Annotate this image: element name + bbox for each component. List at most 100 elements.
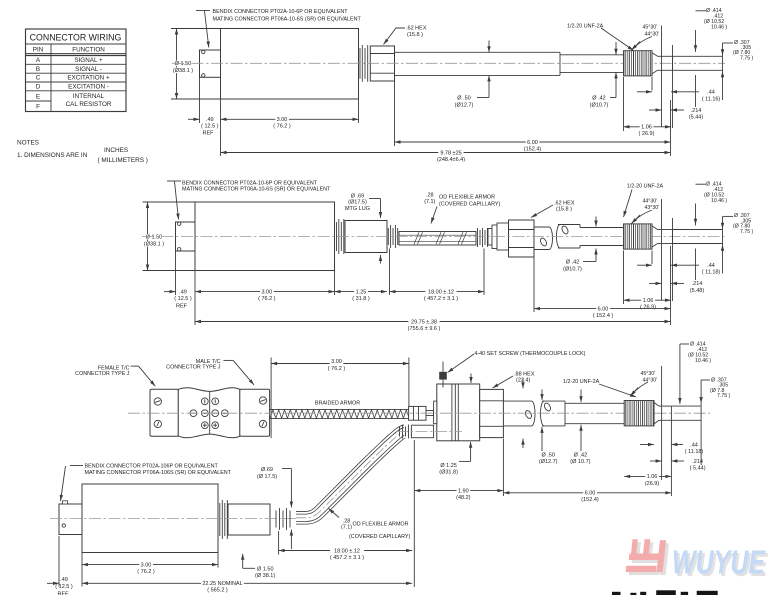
svg-text:Ø .414: Ø .414 [706,8,722,14]
svg-text:BENDIX CONNECTOR PT02A-10-6P: BENDIX CONNECTOR PT02A-10-6P OR EQUIVALE… [182,180,318,186]
svg-text:22.25 NOMINAL: 22.25 NOMINAL [202,581,242,587]
svg-text:6.00: 6.00 [527,140,538,146]
svg-text:45°30': 45°30' [643,25,658,31]
svg-text:1/2-20 UNF-2A: 1/2-20 UNF-2A [567,23,604,29]
svg-text:10.46 ): 10.46 ) [711,25,727,31]
svg-text:3.00: 3.00 [277,117,288,123]
svg-text:4-40 SET SCREW (THERMOCOUPLE L: 4-40 SET SCREW (THERMOCOUPLE LOCK) [474,351,585,357]
svg-text:D: D [36,83,41,90]
svg-text:( 11.18): ( 11.18) [702,270,721,276]
svg-text:3.00: 3.00 [331,359,342,365]
svg-text:WUYUE: WUYUE [672,544,766,581]
svg-text:MATING CONNECTOR PT06A-10-6S: MATING CONNECTOR PT06A-10-6S (SR) OR EQU… [182,187,331,193]
svg-text:Ø 1.50: Ø 1.50 [257,566,274,572]
svg-text:REF: REF [176,304,188,310]
svg-text:7.75 ): 7.75 ) [740,229,754,235]
svg-text:.49: .49 [206,117,214,123]
svg-text:1/2-20 UNF-2A: 1/2-20 UNF-2A [563,379,600,385]
svg-text:.214: .214 [692,459,703,465]
svg-text:BENDIX CONNECTOR PT02A-10-6P: BENDIX CONNECTOR PT02A-10-6P OR EQUIVALE… [213,9,349,15]
svg-text:(Ø12.7): (Ø12.7) [455,102,474,108]
svg-text:(COVERED CAPILLARY): (COVERED CAPILLARY) [439,201,501,207]
svg-text:(Ø 10.52: (Ø 10.52 [688,353,708,359]
svg-text:(Ø10.7): (Ø10.7) [590,102,609,108]
svg-text:1/2-20 UNF-2A: 1/2-20 UNF-2A [627,184,664,190]
svg-text:SIGNAL -: SIGNAL - [75,66,102,73]
svg-text:10.46 ): 10.46 ) [695,358,711,364]
svg-text:(15.8 ): (15.8 ) [556,207,572,213]
svg-text:1. DIMENSIONS ARE IN: 1. DIMENSIONS ARE IN [17,152,88,159]
svg-text:Ø .50: Ø .50 [541,452,554,458]
svg-text:.305: .305 [741,218,751,224]
svg-text:(Ø 7.8: (Ø 7.8 [710,388,725,394]
svg-text:(248.4±6.4): (248.4±6.4) [437,157,465,163]
svg-text:NOTES: NOTES [17,139,39,146]
svg-text:REF: REF [203,130,215,136]
svg-text:( 31.8 ): ( 31.8 ) [352,296,370,302]
svg-text:45°30': 45°30' [641,371,656,377]
svg-text:.44: .44 [707,90,715,96]
svg-text:3.00: 3.00 [261,289,272,295]
svg-text:(152.4): (152.4) [581,497,599,503]
svg-text:(Ø 17.5): (Ø 17.5) [257,474,277,480]
svg-text:.49: .49 [60,577,68,583]
svg-text:( MILLIMETERS ): ( MILLIMETERS ) [98,157,148,164]
svg-text:(Ø 10.7): (Ø 10.7) [570,459,590,465]
svg-text:Ø 1.50: Ø 1.50 [146,234,163,240]
svg-text:.62 HEX: .62 HEX [554,200,575,206]
svg-text:C: C [36,75,41,82]
svg-text:Ø .307: Ø .307 [734,213,750,219]
svg-text:REF: REF [58,592,70,595]
svg-text:44°30': 44°30' [643,198,658,204]
svg-text:.49: .49 [179,289,187,295]
svg-text:( 76.2 ): ( 76.2 ) [258,296,276,302]
svg-text:( 76.2 ): ( 76.2 ) [273,124,291,130]
svg-text:CAL RESISTOR: CAL RESISTOR [66,101,112,108]
svg-text:CONNECTOR TYPE J: CONNECTOR TYPE J [166,365,221,371]
svg-text:(Ø38.1 ): (Ø38.1 ) [173,68,193,74]
svg-text:(15.8 ): (15.8 ) [407,32,423,38]
svg-text:CONNECTOR WIRING: CONNECTOR WIRING [30,33,122,43]
svg-text:.412: .412 [713,187,723,193]
svg-text:CONNECTOR TYPE J: CONNECTOR TYPE J [75,371,130,377]
svg-text:(Ø 10.52: (Ø 10.52 [704,193,724,199]
svg-text:(152.4): (152.4) [524,146,542,152]
svg-text:1.06: 1.06 [647,474,658,480]
svg-text:A: A [36,57,41,64]
svg-text:Ø 1.50: Ø 1.50 [175,61,192,67]
svg-text:E: E [36,94,40,101]
svg-text:.44: .44 [690,442,698,448]
svg-text:MALE T/C: MALE T/C [196,359,221,365]
svg-text:( 76.2 ): ( 76.2 ) [137,569,155,575]
svg-text:.214: .214 [691,108,702,114]
svg-text:Ø .42: Ø .42 [574,452,587,458]
svg-text:(Ø10.7): (Ø10.7) [563,266,582,272]
svg-text:6.00: 6.00 [585,491,596,497]
svg-text:FEMALE T/C: FEMALE T/C [98,365,130,371]
svg-text:( 457.2 ± 3.1 ): ( 457.2 ± 3.1 ) [330,555,364,561]
svg-text:.28: .28 [426,193,434,199]
svg-text:EXCITATION +: EXCITATION + [67,75,110,82]
svg-text:( 11.18): ( 11.18) [685,449,704,455]
svg-text:( 152.4 ): ( 152.4 ) [593,313,614,319]
svg-text:.305: .305 [741,45,751,51]
svg-text:(26.9): (26.9) [645,481,660,487]
svg-text:EXCITATION -: EXCITATION - [68,83,109,90]
svg-text:1.25: 1.25 [356,289,367,295]
svg-text:( 26.9): ( 26.9) [639,131,655,137]
svg-text:( 11.16): ( 11.16) [702,96,721,102]
svg-text:.412: .412 [697,347,707,353]
svg-text:29.75 ±.38: 29.75 ±.38 [411,319,437,325]
svg-text:7.75 ): 7.75 ) [717,393,731,399]
svg-text:WUYUE: WUYUE [674,546,768,583]
svg-text:FUNCTION: FUNCTION [72,46,105,53]
svg-text:(Ø 7.80: (Ø 7.80 [733,224,750,230]
svg-text:(48.2): (48.2) [456,495,471,501]
svg-text:MATING CONNECTOR PT06A-10-6S: MATING CONNECTOR PT06A-10-6S (SR) OR EQU… [213,16,362,22]
svg-text:(Ø 7.80: (Ø 7.80 [733,50,750,56]
svg-text:.62 HEX: .62 HEX [406,26,427,32]
svg-text:BRAIDED ARMOR: BRAIDED ARMOR [315,401,360,407]
svg-text:( 5.44): ( 5.44) [690,466,706,472]
svg-text:(Ø 38.1): (Ø 38.1) [255,573,275,579]
svg-text:B: B [36,66,40,73]
